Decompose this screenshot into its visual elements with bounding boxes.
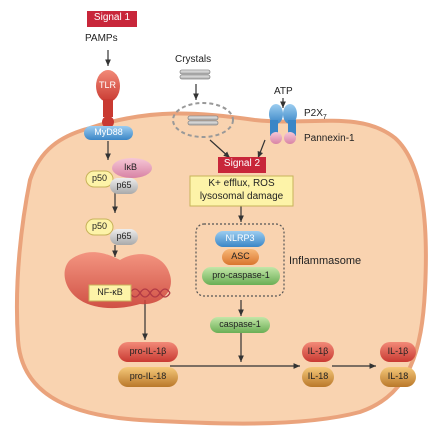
p50-label-2: p50 bbox=[91, 221, 108, 231]
signal2-label: Signal 2 bbox=[223, 158, 261, 169]
p65-shape-1 bbox=[110, 178, 138, 194]
signal1-box bbox=[87, 11, 137, 27]
il18-outside-label: IL-18 bbox=[387, 371, 409, 381]
inflammasome-label: Inflammasome bbox=[289, 255, 362, 267]
il18-inside-shape bbox=[302, 367, 334, 387]
ikb-label: IκB bbox=[124, 162, 138, 172]
p65-shape-2 bbox=[110, 229, 138, 245]
pro-il18-label: pro-IL-18 bbox=[129, 371, 167, 381]
p50-label-1: p50 bbox=[91, 173, 108, 183]
inflammasome-frame bbox=[195, 223, 285, 297]
p50-shape-1 bbox=[85, 170, 114, 188]
dna-helix bbox=[129, 288, 171, 298]
tlr-label: TLR bbox=[99, 80, 117, 90]
signal2-line2: lysosomal damage bbox=[199, 191, 284, 202]
pro-il18-shape bbox=[118, 367, 178, 387]
signal2-line1: K+ efflux, ROS bbox=[208, 178, 275, 189]
asc-label: ASC bbox=[231, 251, 250, 261]
signal1-label: Signal 1 bbox=[93, 12, 131, 23]
ikb-shape bbox=[112, 158, 152, 178]
il18-outside-shape bbox=[380, 367, 416, 387]
procaspase-shape bbox=[202, 267, 280, 285]
pro-il1b-label: pro-IL-1β bbox=[129, 346, 167, 356]
myd88-shape bbox=[84, 126, 133, 140]
pamps-label: PAMPs bbox=[85, 33, 118, 44]
atp-label: ATP bbox=[274, 86, 293, 97]
nlrp3-shape bbox=[215, 231, 265, 247]
nlrp3-label: NLRP3 bbox=[225, 233, 255, 243]
il1b-outside-label: IL-1β bbox=[387, 346, 409, 356]
il1b-inside-label: IL-1β bbox=[307, 346, 329, 356]
p50-shape-2 bbox=[85, 218, 114, 236]
nfkb-box bbox=[88, 284, 132, 302]
nfkb-label: NF-κB bbox=[97, 287, 123, 297]
signal2-text-box bbox=[189, 175, 294, 207]
p65-label-1: p65 bbox=[116, 180, 132, 190]
p65-label-2: p65 bbox=[116, 231, 132, 241]
myd88-label: MyD88 bbox=[94, 127, 123, 137]
il1b-inside-shape bbox=[302, 342, 334, 362]
il18-inside-label: IL-18 bbox=[307, 371, 329, 381]
lysosome bbox=[172, 102, 234, 138]
caspase-shape bbox=[210, 317, 270, 333]
caspase-label: caspase-1 bbox=[219, 319, 261, 329]
pro-il1b-shape bbox=[118, 342, 178, 362]
tlr-receptor bbox=[96, 70, 120, 128]
p2x7-label: P2X7 bbox=[304, 108, 327, 121]
il1b-outside-shape bbox=[380, 342, 416, 362]
asc-shape bbox=[222, 249, 259, 265]
p2x7-channel bbox=[269, 104, 297, 144]
crystal-icon bbox=[179, 69, 211, 80]
pannexin-label: Pannexin-1 bbox=[304, 133, 355, 144]
crystals-label: Crystals bbox=[175, 54, 212, 65]
signal2-box bbox=[218, 157, 266, 173]
procaspase-label: pro-caspase-1 bbox=[212, 270, 270, 280]
crystal-in-lysosome-icon bbox=[187, 115, 219, 126]
